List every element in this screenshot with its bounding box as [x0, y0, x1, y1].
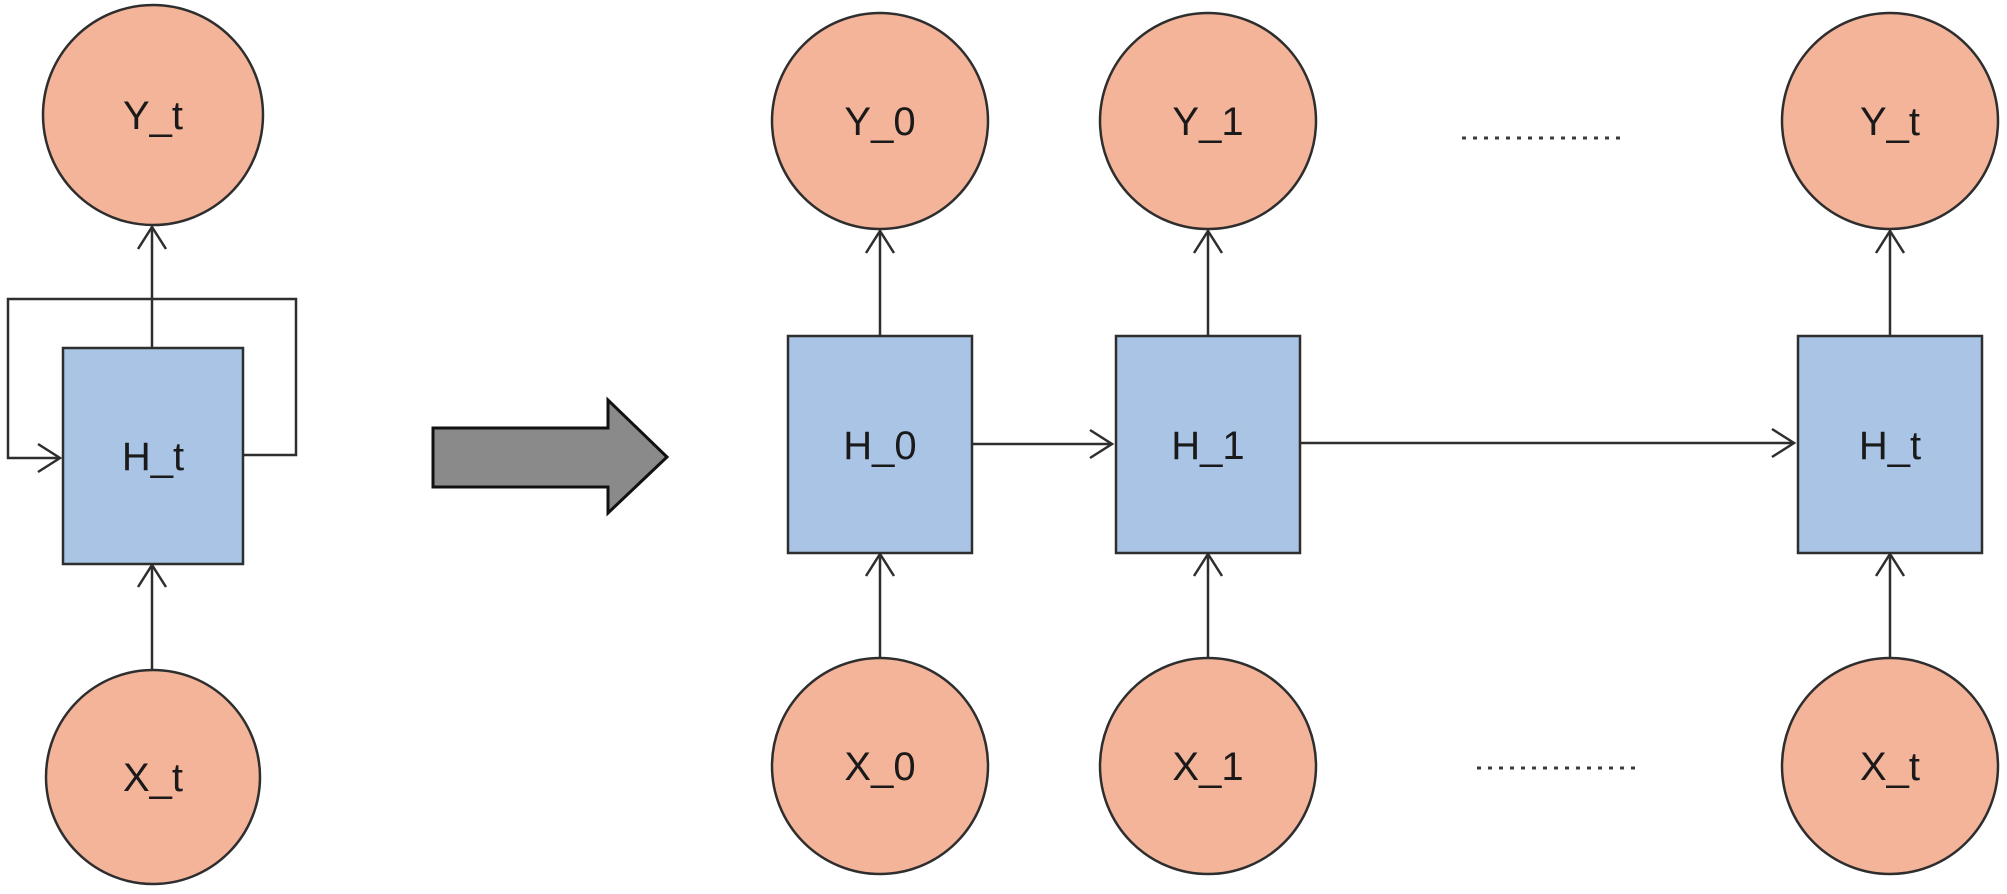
output-label-0: Y_0	[844, 100, 915, 144]
output-node-1	[1098, 11, 1318, 231]
timestep-t: Y_t H_t X_t	[1780, 11, 2000, 876]
hidden-node-0	[786, 334, 974, 555]
output-label-1: Y_1	[1172, 100, 1243, 144]
hidden-node-1	[1114, 334, 1302, 555]
hidden-label-1: H_1	[1171, 424, 1244, 468]
rolled-output-node	[41, 3, 265, 227]
hidden-label-t: H_t	[1859, 424, 1921, 468]
input-node-1	[1098, 656, 1318, 876]
rolled-input-label: X_t	[123, 756, 183, 800]
input-label-t: X_t	[1860, 745, 1920, 789]
timestep-0: Y_0 H_0 X_0	[770, 11, 990, 876]
rolled-hidden-label: H_t	[122, 435, 184, 479]
output-node-t	[1780, 11, 2000, 231]
timestep-1: Y_1 H_1 X_1	[1098, 11, 1318, 876]
rolled-input-node	[44, 668, 262, 886]
unrolled-rnn-diagram: Y_0 H_0 X_0 Y_1 H_1 X_1 Y_t H_t X_t	[770, 11, 2000, 876]
input-label-1: X_1	[1172, 745, 1243, 789]
input-label-0: X_0	[844, 745, 915, 789]
rolled-output-label: Y_t	[123, 94, 183, 138]
input-node-t	[1780, 656, 2000, 876]
hidden-node-t	[1796, 334, 1984, 555]
hidden-label-0: H_0	[843, 424, 916, 468]
rolled-hidden-node	[61, 346, 245, 566]
unroll-arrow-icon	[431, 396, 670, 517]
input-node-0	[770, 656, 990, 876]
output-label-t: Y_t	[1860, 100, 1920, 144]
rolled-rnn-diagram: Y_t H_t X_t	[6, 3, 298, 886]
output-node-0	[770, 11, 990, 231]
